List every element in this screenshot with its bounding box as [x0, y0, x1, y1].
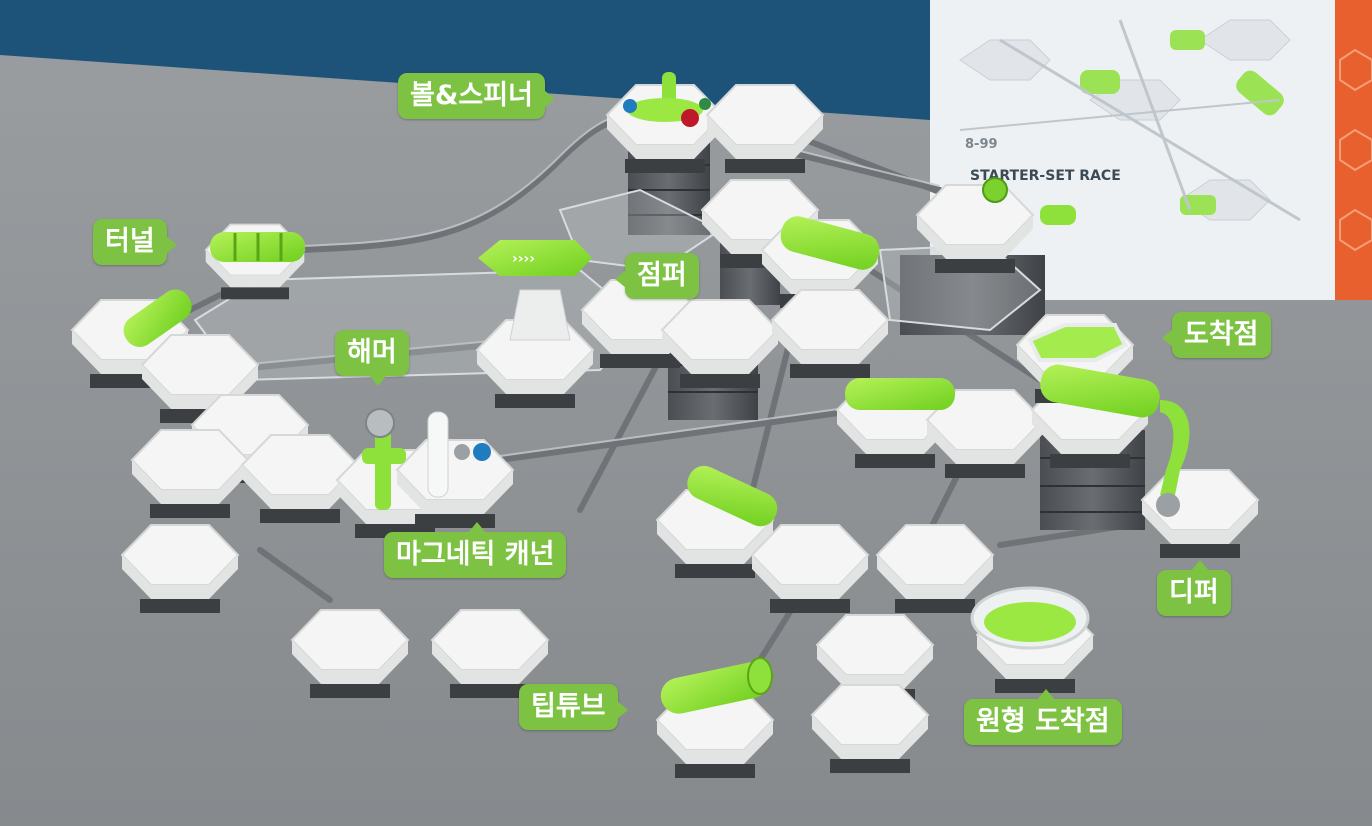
callout-dipper: 디퍼 — [1157, 560, 1231, 616]
tunnel-upper — [210, 232, 305, 262]
round-arrival-part — [970, 586, 1090, 650]
callout-round-arrival: 원형 도착점 — [964, 689, 1122, 745]
tunnel-right — [845, 364, 1160, 418]
box-age-label: 8-99 — [965, 137, 998, 152]
green-parts: ›››› — [123, 72, 1190, 714]
curved-tunnel-lower — [687, 465, 778, 527]
callout-hammer: 해머 — [335, 330, 409, 386]
callout-tiptube: 팁튜브 — [519, 684, 628, 730]
callout-arrival: 도착점 — [1162, 312, 1271, 358]
tunnel-lower — [123, 289, 192, 348]
callout-tunnel: 터널 — [93, 219, 177, 265]
callout-ball-spinner: 볼&스피너 — [398, 73, 555, 119]
jumper-part: ›››› — [478, 240, 592, 341]
arrival-plate — [1027, 323, 1128, 362]
box-title: STARTER-SET RACE — [970, 168, 1121, 184]
callout-jumper: 점퍼 — [615, 253, 699, 299]
spinner-part — [623, 72, 711, 127]
hammer-part — [362, 408, 491, 510]
box-marble — [982, 177, 1008, 203]
curved-tunnel-center — [780, 216, 880, 270]
tiptube-part — [660, 657, 773, 714]
dipper-part — [1156, 400, 1190, 517]
callout-magnetic-cannon: 마그네틱 캐넌 — [384, 522, 567, 578]
svg-text:››››: ›››› — [512, 251, 535, 267]
